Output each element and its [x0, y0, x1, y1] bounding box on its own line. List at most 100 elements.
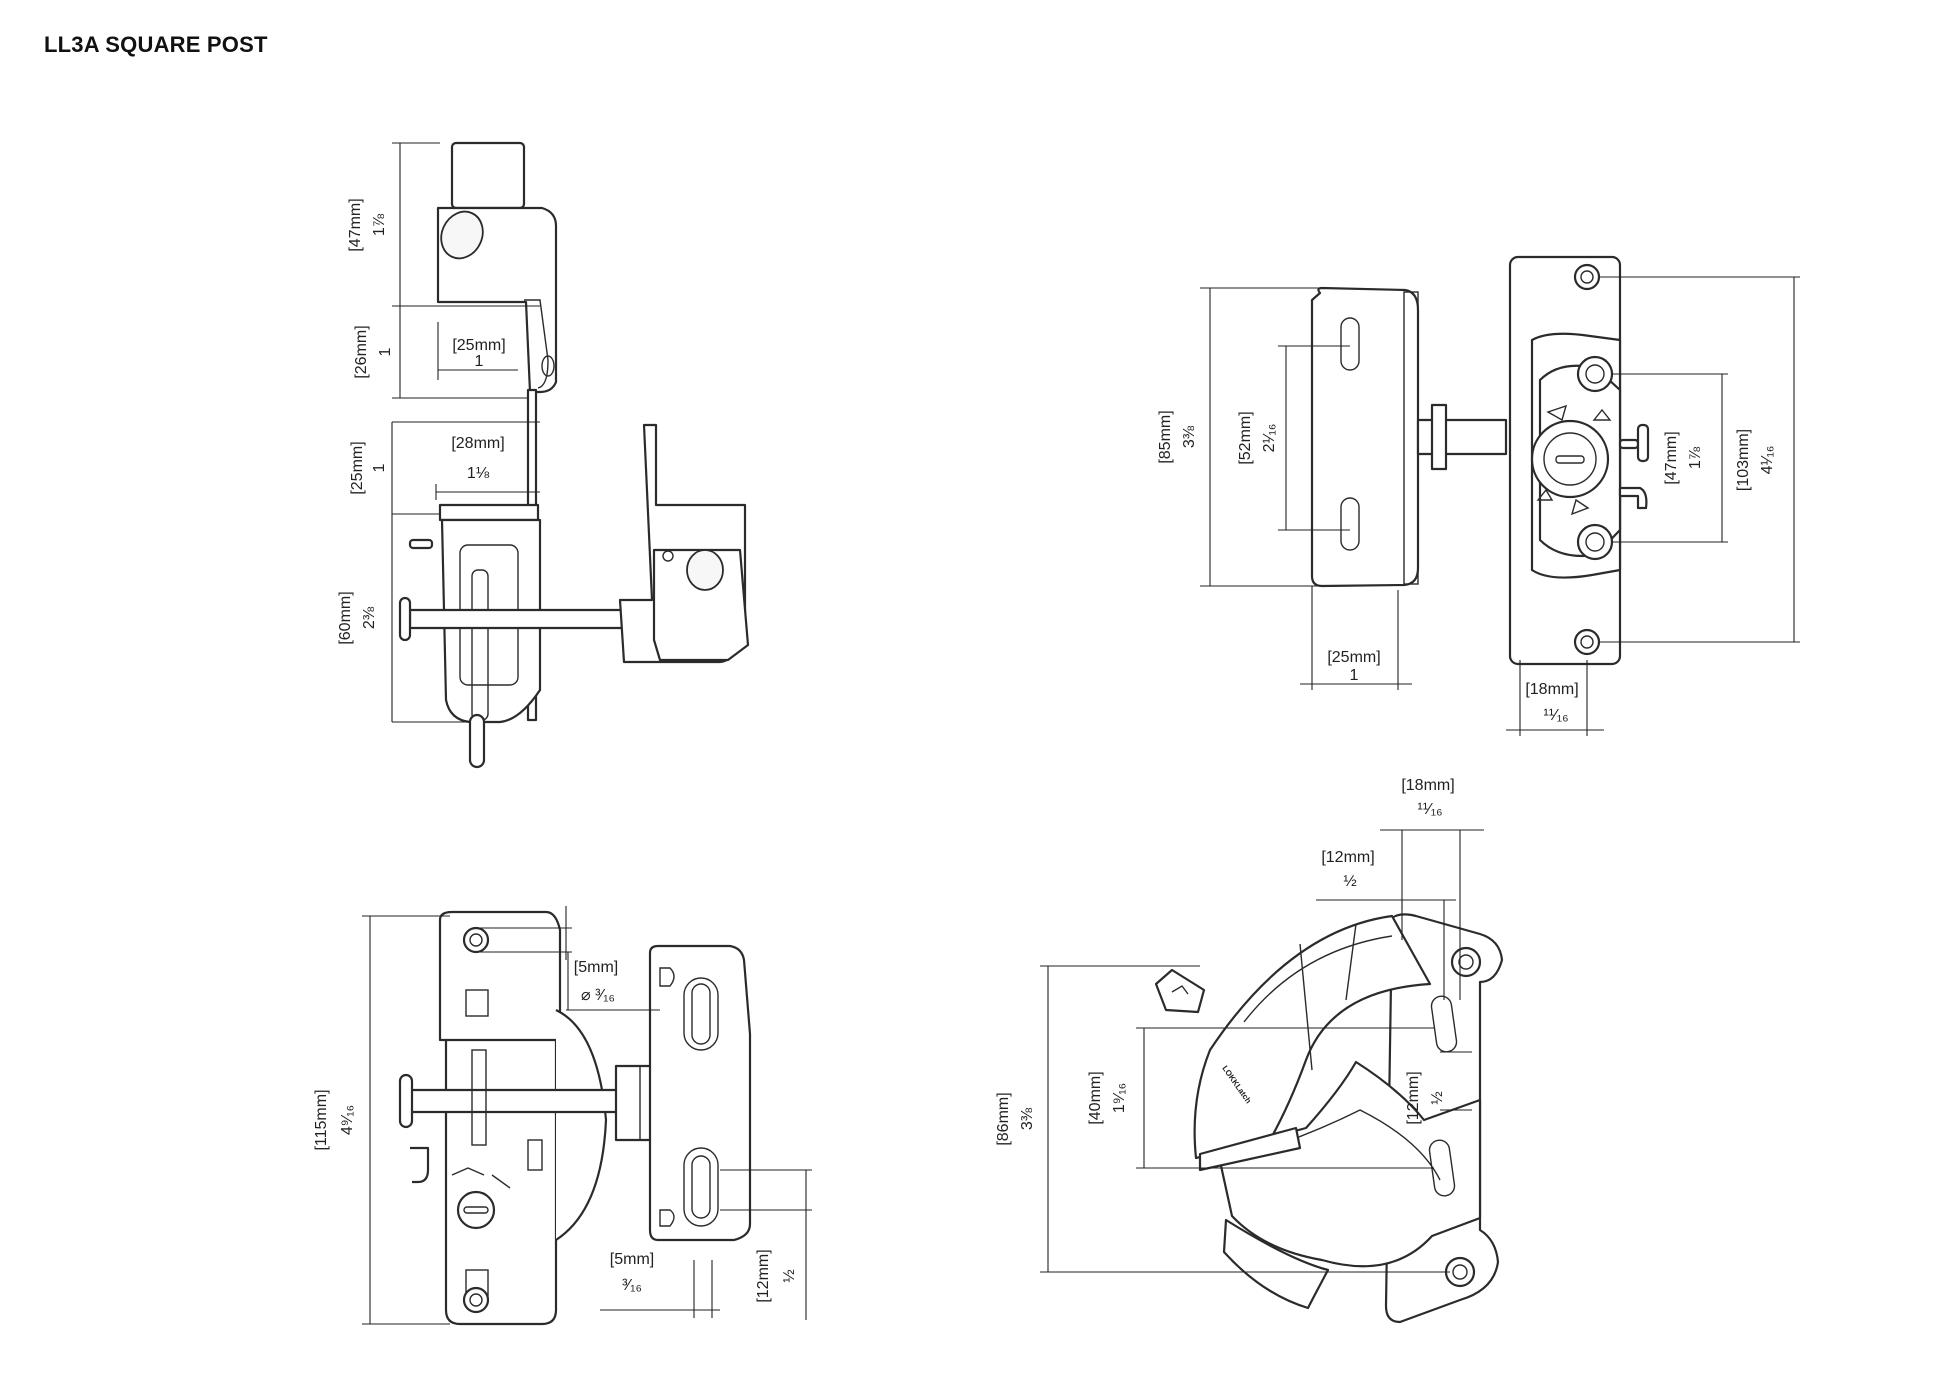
side-dim-60mm: [60mm] [337, 591, 354, 644]
arrow-down-icon [1570, 498, 1590, 516]
side-dim-47mm: [47mm] [347, 198, 364, 251]
iso-dimension-lines [1040, 829, 1484, 1273]
top-gate-plate [648, 944, 752, 1242]
iso-dim-12in-top: ½ [1343, 873, 1356, 890]
lock-dial [1530, 419, 1610, 499]
post-tube [450, 141, 526, 210]
shaft-knob [398, 596, 412, 642]
lock-screw-top [1576, 355, 1614, 393]
front-dim-25mm: [25mm] [1327, 649, 1380, 666]
front-dim-47mm: [47mm] [1663, 431, 1680, 484]
top-dim-5mm: [5mm] [610, 1251, 654, 1268]
iso-dim-12mm: [12mm] [1405, 1071, 1422, 1124]
top-arrow-icon [451, 1167, 511, 1189]
front-dim-52mm: [52mm] [1237, 411, 1254, 464]
front-view: [85mm] 3⅜ [52mm] 2¹⁄₁₆ [25mm] 1 [18mm] ¹… [1157, 255, 1800, 736]
front-dimension-lines [1200, 276, 1800, 736]
top-dim-12mm: [12mm] [755, 1249, 772, 1302]
front-slot-upper [1340, 317, 1360, 371]
front-dim-85in: 3⅜ [1181, 425, 1198, 448]
iso-slot-lower [1428, 1139, 1456, 1197]
top-dim-115in: 4⁹⁄₁₆ [339, 1105, 356, 1135]
iso-body [1216, 1060, 1482, 1268]
bracket-plate [438, 503, 540, 522]
top-hook [410, 1146, 430, 1184]
side-view: [47mm] 1⅞ [26mm] 1 [25mm] 1 [25mm] 1 [28… [337, 141, 750, 769]
side-dim-28mm: [28mm] [451, 435, 504, 452]
receiver-block [652, 548, 750, 662]
top-dim-5in: ³⁄₁₆ [622, 1277, 642, 1294]
iso-dim-40in: 1⁹⁄₁₆ [1111, 1083, 1128, 1113]
front-dim-47in: 1⅞ [1687, 446, 1704, 469]
top-dim-12in: ½ [781, 1269, 798, 1282]
side-dim-60in: 2⅜ [361, 606, 378, 629]
front-collar [1430, 403, 1448, 471]
unlock-symbol-icon [1536, 488, 1554, 501]
lock-symbol-icon [1592, 408, 1612, 421]
iso-latch-arrow [1171, 985, 1189, 995]
receiver-screw [662, 550, 674, 562]
iso-dim-12mm-top: [12mm] [1321, 849, 1374, 866]
top-shaft [408, 1088, 632, 1114]
side-dim-25in-width: 1 [475, 353, 484, 370]
shaft [408, 608, 624, 630]
top-dim-5mm-dia: [5mm] [574, 959, 618, 976]
top-gate-slot-lower [683, 1147, 719, 1227]
top-dimension-lines [362, 906, 812, 1325]
side-dim-25mm: [25mm] [349, 441, 366, 494]
iso-guard-rib [1243, 935, 1393, 1023]
front-dim-18in: ¹¹⁄₁₆ [1543, 707, 1568, 724]
front-hook [1618, 486, 1648, 510]
top-gate-slot-upper [683, 977, 719, 1051]
top-hole-lower [462, 1286, 490, 1314]
side-dim-26in: 1 [377, 347, 394, 356]
knob-hole [541, 355, 555, 377]
iso-pin-plate [1198, 1126, 1302, 1172]
thumb-recess [440, 210, 484, 260]
iso-dim-40mm: [40mm] [1087, 1071, 1104, 1124]
top-hole-upper [462, 926, 490, 954]
front-pin-knob [1636, 423, 1650, 463]
top-side-pin [527, 1139, 543, 1171]
top-view: [115mm] 4⁹⁄₁₆ [5mm] ⌀ ³⁄₁₆ [5mm] ³⁄₁₆ [1… [313, 906, 812, 1326]
page-title: LL3A SQUARE POST [44, 32, 268, 57]
side-dim-47in: 1⅞ [371, 213, 388, 236]
front-dim-103in: 4¹⁄₁₆ [1759, 446, 1776, 475]
front-dim-103mm: [103mm] [1735, 429, 1752, 491]
front-pin [1618, 438, 1640, 450]
gate-plate [1310, 286, 1420, 588]
receiver-hole [686, 549, 724, 591]
front-dim-18mm: [18mm] [1525, 681, 1578, 698]
top-rear-body [555, 1009, 608, 1241]
top-keyhole [456, 1190, 496, 1230]
top-dim-5in-dia: ⌀ ³⁄₁₆ [581, 987, 615, 1004]
lock-screw-bottom [1576, 523, 1614, 561]
front-dim-52in: 2¹⁄₁₆ [1261, 424, 1278, 453]
side-dim-25in: 1 [371, 463, 388, 472]
top-keyhole-slot [463, 1206, 489, 1214]
side-dim-25mm-width: [25mm] [452, 337, 505, 354]
front-slot-lower [1340, 497, 1360, 551]
iso-latch-arm [1154, 968, 1206, 1014]
side-dimension-lines [391, 142, 540, 723]
top-latch-rod [471, 1049, 487, 1146]
top-post-upper [438, 910, 562, 1042]
iso-hole-top [1450, 946, 1482, 978]
front-dim-25in: 1 [1350, 667, 1359, 684]
top-gate-tab-upper [659, 967, 675, 987]
post-plate-hole-top [1573, 263, 1601, 291]
top-dim-115mm: [115mm] [313, 1089, 330, 1150]
keyhole-icon [1555, 455, 1585, 464]
iso-dim-86mm: [86mm] [995, 1092, 1012, 1145]
iso-guard [1193, 914, 1432, 1160]
iso-dim-86in: 3⅜ [1019, 1107, 1036, 1130]
iso-hole-bottom [1444, 1256, 1476, 1288]
top-window-upper [465, 989, 489, 1017]
iso-body-base [1222, 1218, 1330, 1310]
iso-dim-18mm: [18mm] [1401, 777, 1454, 794]
side-pin [408, 538, 434, 550]
iso-dim-18in: ¹¹⁄₁₆ [1417, 801, 1442, 818]
lock-cylinder [1543, 432, 1597, 486]
arrow-up-icon [1546, 404, 1568, 422]
